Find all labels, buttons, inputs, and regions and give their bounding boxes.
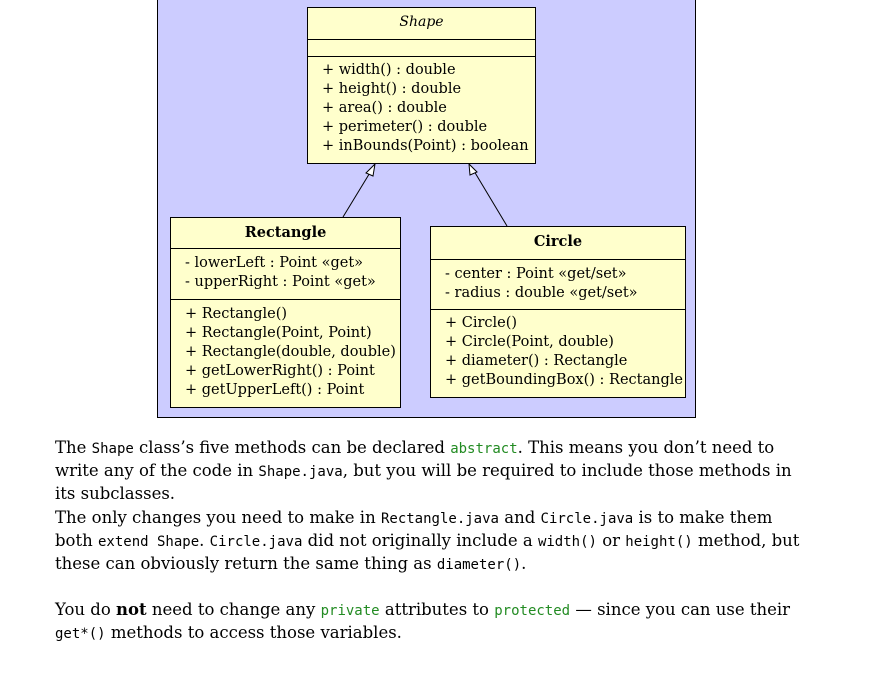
code-circle-java: Circle.java (540, 511, 634, 527)
text-run: The only changes you need to make in (55, 508, 381, 527)
circle-operation: + diameter() : Rectangle (445, 353, 628, 369)
code-width: width() (537, 534, 597, 550)
rectangle-class-name: Rectangle (244, 224, 327, 241)
paragraph-abstract: The Shape class’s five methods can be de… (55, 437, 815, 505)
rectangle-attribute: - upperRight : Point «get» (185, 274, 376, 290)
code-rectangle-java: Rectangle.java (380, 511, 499, 527)
circle-attributes-section: - center : Point «get/set» - radius : do… (431, 259, 685, 309)
shape-operation: + height() : double (322, 81, 462, 97)
keyword-private: private (320, 603, 380, 619)
shape-class-name: Shape (399, 14, 444, 30)
rectangle-operation: + getUpperLeft() : Point (185, 382, 365, 398)
code-shape-java: Shape.java (258, 464, 343, 480)
code-shape: Shape (91, 441, 134, 457)
text-run: The (55, 438, 92, 457)
circle-operation: + getBoundingBox() : Rectangle (445, 372, 683, 388)
rectangle-attributes-section: - lowerLeft : Point «get» - upperRight :… (171, 248, 400, 299)
circle-operations-section: + Circle() + Circle(Point, double) + dia… (431, 309, 685, 390)
code-get-star: get*() (55, 626, 106, 642)
rectangle-operation: + Rectangle(double, double) (185, 344, 396, 360)
paragraph-private: You do not need to change any private at… (55, 599, 815, 645)
rectangle-attribute: - lowerLeft : Point «get» (185, 255, 364, 271)
text-run: attributes to (379, 600, 495, 619)
text-run: , but you will be required to include th… (55, 461, 792, 503)
text-run: You do (55, 600, 117, 619)
text-run: methods to access those variables. (105, 623, 402, 642)
shape-class-box: Shape + width() : double + height() : do… (307, 7, 536, 164)
bold-not: not (116, 600, 147, 619)
shape-operation: + perimeter() : double (322, 119, 488, 135)
text-run: . (199, 531, 210, 550)
text-run: need to change any (146, 600, 321, 619)
circle-attribute: - center : Point «get/set» (445, 266, 627, 282)
text-run: or (596, 531, 626, 550)
shape-operation: + width() : double (322, 62, 456, 78)
shape-operation: + area() : double (322, 100, 447, 116)
text-run: and (498, 508, 541, 527)
rectangle-operation: + Rectangle() (185, 306, 288, 322)
code-circle-java: Circle.java (209, 534, 303, 550)
text-run: — since you can use their (570, 600, 791, 619)
shape-operation: + inBounds(Point) : boolean (322, 138, 529, 154)
paragraph-changes: The only changes you need to make in Rec… (55, 507, 815, 576)
rectangle-operation: + Rectangle(Point, Point) (185, 325, 372, 341)
keyword-abstract: abstract (450, 441, 518, 457)
circle-class-box: Circle - center : Point «get/set» - radi… (430, 226, 686, 398)
circle-attribute: - radius : double «get/set» (445, 285, 638, 301)
rectangle-operations-section: + Rectangle() + Rectangle(Point, Point) … (171, 299, 400, 400)
circle-operation: + Circle() (445, 315, 518, 331)
rectangle-operation: + getLowerRight() : Point (185, 363, 375, 379)
text-run: is to make them both (55, 508, 773, 550)
code-diameter: diameter() (436, 557, 522, 573)
text-run: . This means you don’t need to write any… (55, 438, 775, 480)
shape-attributes-section (308, 39, 535, 56)
code-extend-shape: extend Shape (98, 534, 200, 550)
circle-class-name: Circle (533, 233, 583, 250)
text-run: class’s five methods can be declared (133, 438, 451, 457)
text-run: did not originally include a (302, 531, 538, 550)
text-run: method, but these can obviously return t… (55, 531, 800, 573)
keyword-protected: protected (494, 603, 571, 619)
code-height: height() (625, 534, 693, 550)
circle-operation: + Circle(Point, double) (445, 334, 614, 350)
text-run: . (521, 554, 527, 573)
rectangle-class-box: Rectangle - lowerLeft : Point «get» - up… (170, 217, 401, 408)
shape-operations-section: + width() : double + height() : double +… (308, 56, 535, 156)
